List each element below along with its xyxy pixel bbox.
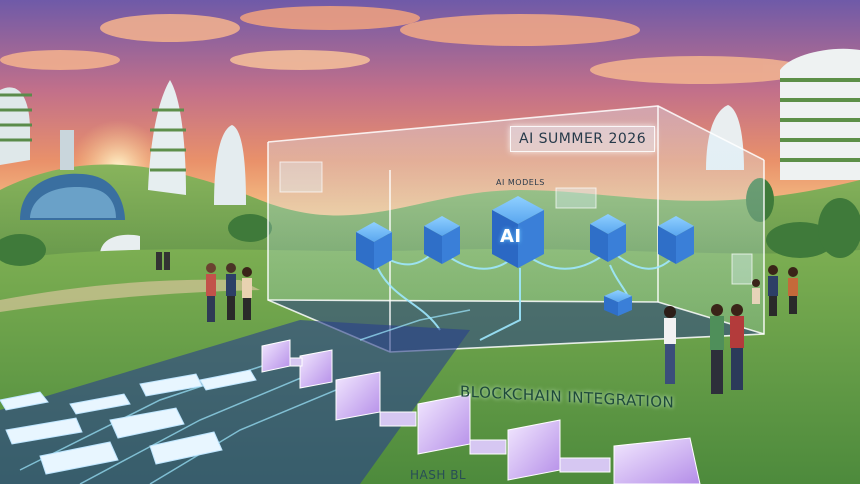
path: [0, 279, 260, 312]
model-node: [658, 216, 694, 264]
hud-panels: [279, 161, 753, 285]
core-node: [492, 196, 544, 268]
clouds: [0, 6, 810, 84]
model-node: [356, 222, 392, 270]
small-node: [604, 290, 632, 316]
blockchain-chain: [261, 339, 701, 484]
model-node: [424, 216, 460, 264]
buildings-left: [0, 80, 246, 258]
people: [156, 252, 798, 394]
model-node: [590, 214, 626, 262]
core-node-label: AI: [500, 226, 522, 247]
panel-caption: AI MODELS: [496, 178, 545, 187]
glass-blocks: [0, 369, 257, 475]
chain-subcaption: HASH BL: [410, 468, 467, 482]
banner-title: AI SUMMER 2026: [510, 126, 656, 152]
